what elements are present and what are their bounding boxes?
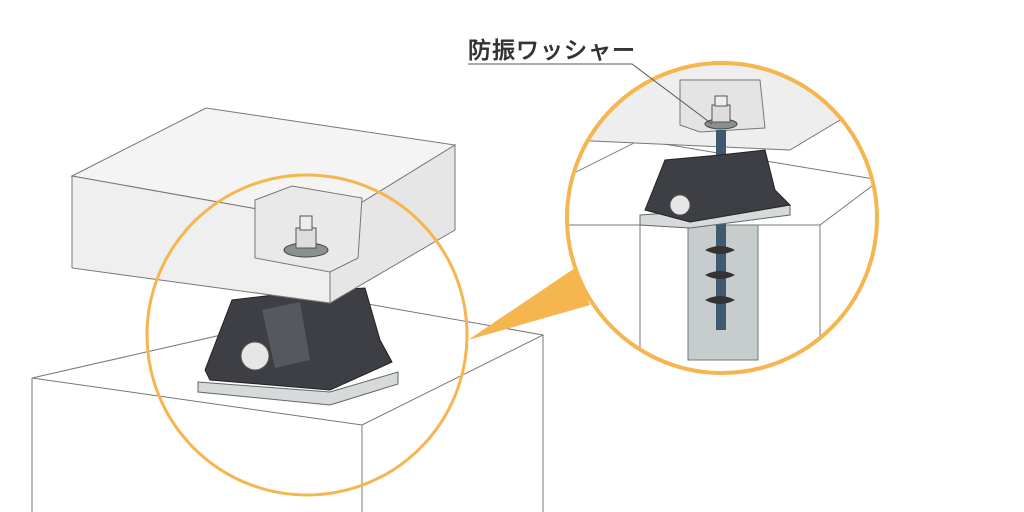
leader-line xyxy=(468,63,713,125)
zoom-circle-left xyxy=(145,173,469,497)
zoomed-detail xyxy=(567,63,877,373)
vibration-mount xyxy=(197,287,399,406)
callout-pointer xyxy=(468,268,590,340)
zoom-circle-right xyxy=(565,61,879,375)
upper-slab xyxy=(70,107,457,304)
anti-vibration-washer-label: 防振ワッシャー xyxy=(468,38,636,64)
